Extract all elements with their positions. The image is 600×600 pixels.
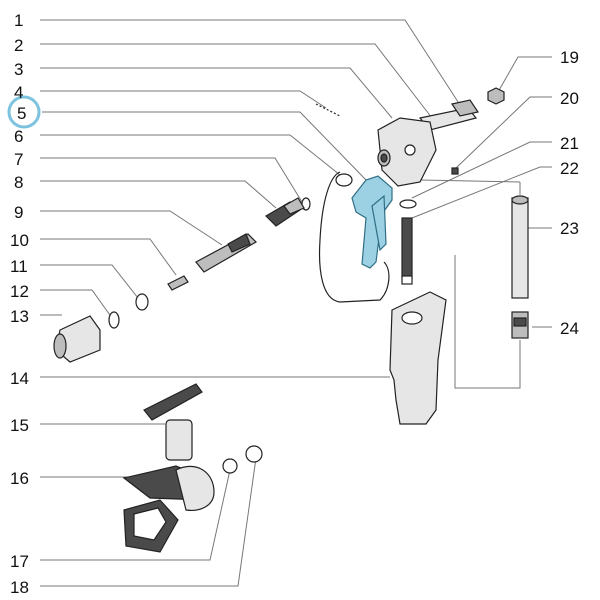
- part-20-screw: [451, 167, 459, 175]
- callout-8: 8: [14, 173, 23, 192]
- leader-17: [40, 469, 231, 561]
- part-16-tip-housing: [122, 465, 215, 553]
- leader-19: [497, 56, 552, 93]
- part-10-pin: [167, 275, 189, 291]
- part-11-washer: [135, 293, 149, 311]
- part-1-bracket: [418, 99, 479, 131]
- highlight-ring: [7, 95, 41, 129]
- callout-16: 16: [10, 469, 29, 488]
- callout-12: 12: [10, 282, 29, 301]
- leader-20: [455, 96, 552, 169]
- part-5-trigger-highlighted: [351, 175, 393, 269]
- callout-2: 2: [14, 36, 23, 55]
- callout-1: 1: [14, 11, 23, 30]
- leader-10: [40, 238, 177, 276]
- callout-24: 24: [560, 319, 579, 338]
- leader-lines: [40, 19, 552, 587]
- part-19-nut: [487, 87, 505, 105]
- leader-8: [40, 180, 277, 209]
- part-3-gun-head: [377, 117, 437, 187]
- callout-5: 5: [17, 104, 26, 123]
- leader-6: [40, 134, 341, 176]
- callout-15: 15: [10, 416, 29, 435]
- part-18-gasket: [245, 445, 263, 463]
- leader-3: [40, 67, 393, 119]
- leader-22: [411, 166, 552, 219]
- leader-9: [40, 210, 223, 246]
- callout-18: 18: [10, 578, 29, 597]
- leader-18: [40, 457, 257, 587]
- callout-14: 14: [10, 369, 29, 388]
- leader-12: [40, 289, 113, 319]
- part-21-seal: [399, 199, 417, 209]
- leader-11: [40, 264, 139, 299]
- part-12-seal: [108, 311, 120, 329]
- callout-3: 3: [14, 60, 23, 79]
- callout-22: 22: [560, 159, 579, 178]
- callout-21: 21: [560, 134, 579, 153]
- part-15-tip-guard: [143, 383, 203, 461]
- leader-1: [40, 19, 461, 106]
- part-14-handle: [389, 291, 447, 425]
- part-22-filter-spring: [401, 217, 413, 285]
- callout-7: 7: [14, 150, 23, 169]
- callout-20: 20: [560, 89, 579, 108]
- assembly-guide-top: [419, 179, 521, 183]
- callout-6: 6: [14, 127, 23, 146]
- leader-21: [411, 141, 552, 199]
- callout-4: 4: [14, 83, 23, 102]
- leader-5: [42, 111, 369, 183]
- part-4-spring: [315, 103, 341, 117]
- leader-2: [40, 43, 433, 119]
- part-17-seal: [222, 458, 238, 474]
- callout-19: 19: [560, 48, 579, 67]
- part-24-swivel-fitting: [511, 311, 529, 339]
- part-6-trigger-guard: [318, 171, 390, 303]
- part-9-valve-stem: [195, 233, 257, 273]
- callout-11: 11: [10, 257, 28, 276]
- callout-10: 10: [10, 231, 29, 250]
- assembly-guide-left: [454, 255, 521, 389]
- part-8-fitting: [265, 197, 305, 227]
- leader-7: [40, 157, 303, 203]
- callout-13: 13: [10, 307, 29, 326]
- leader-4: [40, 90, 327, 109]
- callout-17: 17: [10, 552, 29, 571]
- callout-9: 9: [14, 203, 23, 222]
- part-23-filter: [511, 195, 529, 299]
- callout-23: 23: [560, 219, 579, 238]
- part-13-diffuser: [53, 315, 101, 363]
